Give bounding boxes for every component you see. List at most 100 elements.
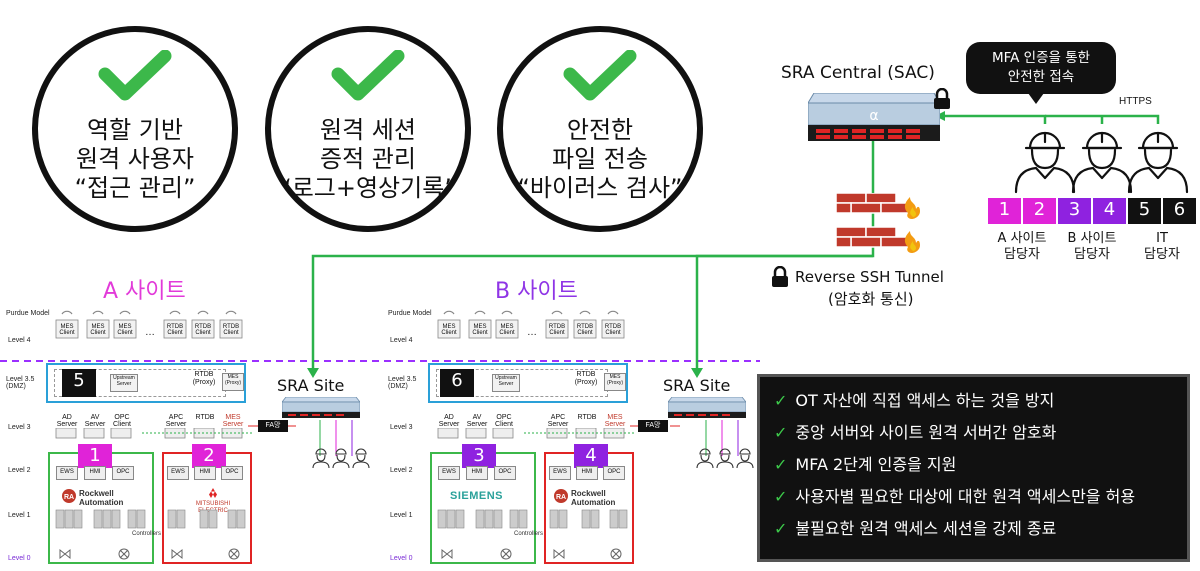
level35-label-b: Level 3.5 (DMZ) — [388, 376, 417, 390]
field-devices-a2 — [171, 548, 240, 560]
level1-label-b: Level 1 — [390, 512, 413, 519]
rtdb-client-b3: RTDB Client — [604, 324, 622, 336]
circle-text: 역할 기반 원격 사용자 “접근 관리” — [74, 116, 196, 202]
tunnel-label: Reverse SSH Tunnel — [795, 268, 944, 286]
plc-rack-a2 — [167, 509, 246, 529]
site-b-users-icons — [696, 448, 754, 469]
tunnel-sublabel: (암호화 통신) — [828, 290, 914, 308]
mitsubishi-logo-icon — [209, 488, 217, 498]
purdue-label-a: Purdue Model — [6, 310, 50, 317]
sra-site-a-label: SRA Site — [277, 376, 345, 395]
brand-rockwell-a: RA Rockwell Automation — [62, 489, 124, 507]
user-number-5: 5 — [1128, 198, 1161, 224]
rtdb-proxy-a: RTDB (Proxy) — [192, 371, 216, 386]
hmi-a2: HMI — [194, 466, 216, 480]
level3-label-a: Level 3 — [8, 424, 31, 431]
dmz-number-6: 6 — [440, 369, 474, 397]
level1-label-a: Level 1 — [8, 512, 31, 519]
opc-b1: OPC — [494, 466, 516, 480]
level3-boxes-a — [55, 428, 252, 439]
firewall-icon — [836, 193, 920, 253]
feature-item: ✓중앙 서버와 사이트 원격 서버간 암호화 — [774, 423, 1057, 442]
feature-circle-access: 역할 기반 원격 사용자 “접근 관리” — [32, 26, 238, 232]
brand-siemens-b: SIEMENS — [450, 490, 504, 502]
rockwell-logo-icon: RA — [554, 489, 568, 503]
feature-item: ✓사용자별 필요한 대상에 대한 원격 액세스만을 허용 — [774, 487, 1136, 506]
feature-item: ✓불필요한 원격 액세스 세션을 강제 종료 — [774, 519, 1057, 538]
check-mark-icon: ✓ — [774, 391, 788, 410]
hmi-b2: HMI — [576, 466, 598, 480]
feature-circle-file: 안전한 파일 전송 “바이러스 검사” — [497, 26, 703, 232]
level0-label-a: Level 0 — [8, 555, 31, 562]
check-mark-icon: ✓ — [774, 519, 788, 538]
purdue-label-b: Purdue Model — [388, 310, 432, 317]
check-mark-icon: ✓ — [774, 423, 788, 442]
mes-client-a2: MES Client — [90, 324, 106, 336]
feature-list-panel: ✓OT 자산에 직접 액세스 하는 것을 방지 ✓중앙 서버와 사이트 원격 서… — [757, 374, 1190, 562]
zone-number-2: 2 — [192, 444, 226, 468]
mes-server-b: MES Server — [604, 414, 626, 428]
ellipsis-a: … — [145, 327, 155, 338]
apc-server-a: APC Server — [165, 414, 187, 428]
brand-rockwell-b: RA Rockwell Automation — [554, 489, 616, 507]
svg-text:α: α — [869, 108, 878, 124]
user-number-1: 1 — [988, 198, 1021, 224]
user-number-3: 3 — [1058, 198, 1091, 224]
field-devices-b2 — [553, 548, 622, 560]
av-server-b: AV Server — [466, 414, 488, 428]
mes-client-a1: MES Client — [59, 324, 75, 336]
fa-network-a: FA망 — [258, 420, 288, 432]
feature-item: ✓OT 자산에 직접 액세스 하는 것을 방지 — [774, 391, 1055, 410]
apc-server-b: APC Server — [547, 414, 569, 428]
site-b-title: B 사이트 — [495, 279, 578, 304]
user-number-4: 4 — [1093, 198, 1126, 224]
upstream-server-b: Upstream Server — [492, 374, 520, 392]
rtdb-client-a3: RTDB Client — [222, 324, 240, 336]
level4-devices-b — [437, 310, 625, 339]
mes-server-a: MES Server — [222, 414, 244, 428]
check-icon — [331, 50, 405, 101]
feature-circle-session: 원격 세션 증적 관리 “로그+영상기록” — [265, 26, 471, 232]
site-a-title: A 사이트 — [103, 279, 186, 304]
level4-devices-a — [55, 310, 243, 339]
plc-rack-b1 — [437, 509, 528, 529]
field-devices-a1 — [59, 548, 130, 560]
mfa-bubble: MFA 인증을 통한 안전한 접속 — [966, 42, 1116, 94]
check-icon — [563, 50, 637, 101]
dmz-zone-b — [428, 363, 628, 403]
sra-site-a-server-icon — [282, 397, 360, 418]
level35-label-a: Level 3.5 (DMZ) — [6, 376, 35, 390]
controllers-label-b: Controllers — [514, 531, 544, 537]
dmz-number-5: 5 — [62, 369, 96, 397]
fa-network-b: FA망 — [638, 420, 668, 432]
lock-icon — [934, 88, 950, 109]
site-a-user-links — [248, 420, 353, 456]
opc-a2: OPC — [221, 466, 243, 480]
check-mark-icon: ✓ — [774, 487, 788, 506]
plc-rack-a1 — [55, 509, 146, 529]
ad-server-a: AD Server — [56, 414, 78, 428]
site-a-users-icons — [312, 448, 370, 469]
mes-proxy-b: MES (Proxy) — [604, 373, 626, 391]
rtdb-b: RTDB — [577, 414, 597, 421]
feature-item: ✓MFA 2단계 인증을 지원 — [774, 455, 957, 474]
rtdb-client-b1: RTDB Client — [548, 324, 566, 336]
rtdb-client-a1: RTDB Client — [166, 324, 184, 336]
level4-label-a: Level 4 — [8, 337, 31, 344]
level3-boxes-b — [437, 428, 634, 439]
controllers-label-a: Controllers — [132, 531, 162, 537]
mes-client-b2: MES Client — [472, 324, 488, 336]
level2-label-b: Level 2 — [390, 467, 413, 474]
mes-proxy-a: MES (Proxy) — [222, 373, 244, 391]
sra-central-title: SRA Central (SAC) — [781, 63, 935, 83]
ews-a1: EWS — [56, 466, 78, 480]
circle-text: 안전한 파일 전송 “바이러스 검사” — [517, 116, 683, 202]
check-mark-icon: ✓ — [774, 455, 788, 474]
link-central-site-b — [695, 254, 873, 372]
sra-site-b-server-icon — [668, 397, 746, 418]
ews-b1: EWS — [438, 466, 460, 480]
opc-client-a: OPC Client — [113, 414, 131, 428]
opc-client-b: OPC Client — [495, 414, 513, 428]
